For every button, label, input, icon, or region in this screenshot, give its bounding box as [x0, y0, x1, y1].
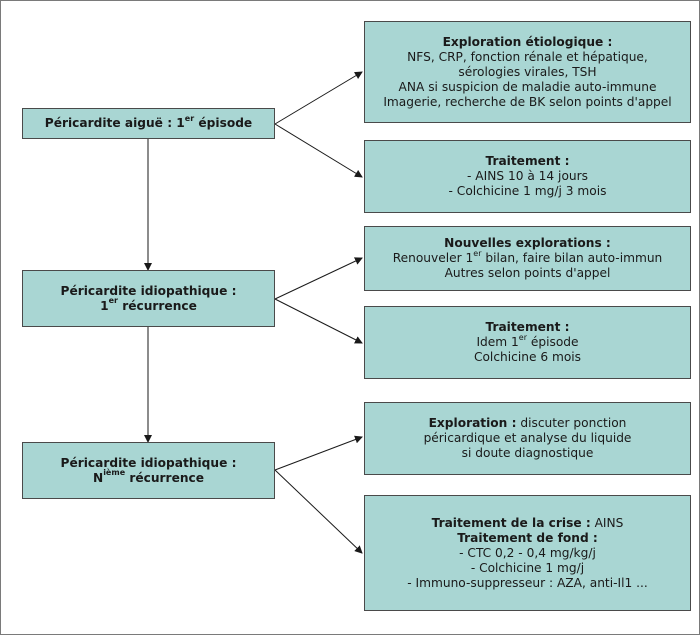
traitement1-line: - AINS 10 à 14 jours: [467, 169, 588, 183]
box-traitement-episode1: Traitement : - AINS 10 à 14 jours - Colc…: [364, 140, 691, 213]
episode1-label: Péricardite aiguë : 1: [44, 116, 185, 130]
traitement3-fond-title: Traitement de fond :: [457, 530, 598, 545]
traitement3-crise-title: Traitement de la crise :: [431, 515, 591, 530]
arrow-recurrence1-to-nouvelles: [274, 257, 363, 300]
traitement2-title: Traitement :: [485, 320, 570, 334]
traitement2-sup: er: [518, 332, 527, 342]
box-traitement-recurrence1: Traitement : Idem 1er épisode Colchicine…: [364, 306, 691, 379]
box-pericardite-recurrenceN: Péricardite idiopathique : Nième récurre…: [22, 442, 275, 499]
traitement3-line: - Colchicine 1 mg/j: [470, 560, 585, 575]
box-exploration-recurrenceN: Exploration : discuter ponction péricard…: [364, 402, 691, 475]
exploration-etio-line: sérologies virales, TSH: [458, 64, 597, 79]
exploration-etio-line: ANA si suspicion de maladie auto-immune: [398, 79, 657, 94]
traitement2-line1-end: épisode: [527, 335, 579, 349]
recurrence1-label: récurrence: [117, 298, 197, 313]
recurrenceN-num: N: [92, 470, 104, 485]
recurrenceN-sup: ième: [103, 468, 126, 478]
nouvelles-line1: Renouveler 1: [392, 251, 474, 265]
box-traitement-recurrenceN: Traitement de la crise : AINS Traitement…: [364, 495, 691, 611]
exploration3-title: Exploration :: [428, 416, 517, 430]
box-nouvelles-explorations: Nouvelles explorations : Renouveler 1er …: [364, 226, 691, 291]
box-exploration-etiologique: Exploration étiologique : NFS, CRP, fonc…: [364, 21, 691, 123]
traitement2-line2: Colchicine 6 mois: [473, 350, 582, 364]
episode1-sup: er: [184, 113, 195, 123]
exploration-etio-line: NFS, CRP, fonction rénale et hépatique,: [407, 49, 648, 64]
arrow-episode1-to-traitement: [274, 123, 363, 178]
nouvelles-line1-end: bilan, faire bilan auto-immun: [481, 251, 663, 265]
episode1-label-end: épisode: [194, 116, 253, 130]
arrow-recurrenceN-to-traitement: [274, 469, 363, 554]
recurrence1-sup: er: [108, 296, 118, 306]
arrow-episode1-to-exploration: [274, 71, 363, 125]
recurrenceN-label: récurrence: [125, 470, 204, 485]
exploration3-line1: discuter ponction: [516, 416, 627, 430]
recurrence1-num: 1: [100, 298, 109, 313]
exploration-etio-line: Imagerie, recherche de BK selon points d…: [383, 94, 672, 109]
exploration3-line2: péricardique et analyse du liquide: [423, 431, 632, 445]
traitement2-line1: Idem 1: [476, 335, 519, 349]
arrow-recurrence1-to-traitement: [274, 298, 363, 344]
nouvelles-line2: Autres selon points d'appel: [444, 266, 611, 280]
traitement3-line: - Immuno-suppresseur : AZA, anti-Il1 ...: [407, 575, 648, 590]
traitement3-crise-value: AINS: [590, 515, 624, 530]
nouvelles-sup: er: [473, 248, 482, 258]
traitement1-line: - Colchicine 1 mg/j 3 mois: [448, 184, 607, 198]
traitement1-title: Traitement :: [485, 154, 570, 168]
exploration-etio-title: Exploration étiologique :: [442, 34, 613, 49]
box-pericardite-aigue: Péricardite aiguë : 1er épisode: [22, 108, 275, 139]
arrow-recurrenceN-to-exploration: [274, 435, 363, 471]
traitement3-line: - CTC 0,2 - 0,4 mg/kg/j: [459, 545, 596, 560]
recurrence1-title: Péricardite idiopathique :: [60, 283, 237, 298]
box-pericardite-recurrence1: Péricardite idiopathique : 1er récurrenc…: [22, 270, 275, 327]
exploration3-line3: si doute diagnostique: [461, 446, 594, 460]
nouvelles-title: Nouvelles explorations :: [444, 236, 611, 250]
recurrenceN-title: Péricardite idiopathique :: [60, 455, 237, 470]
